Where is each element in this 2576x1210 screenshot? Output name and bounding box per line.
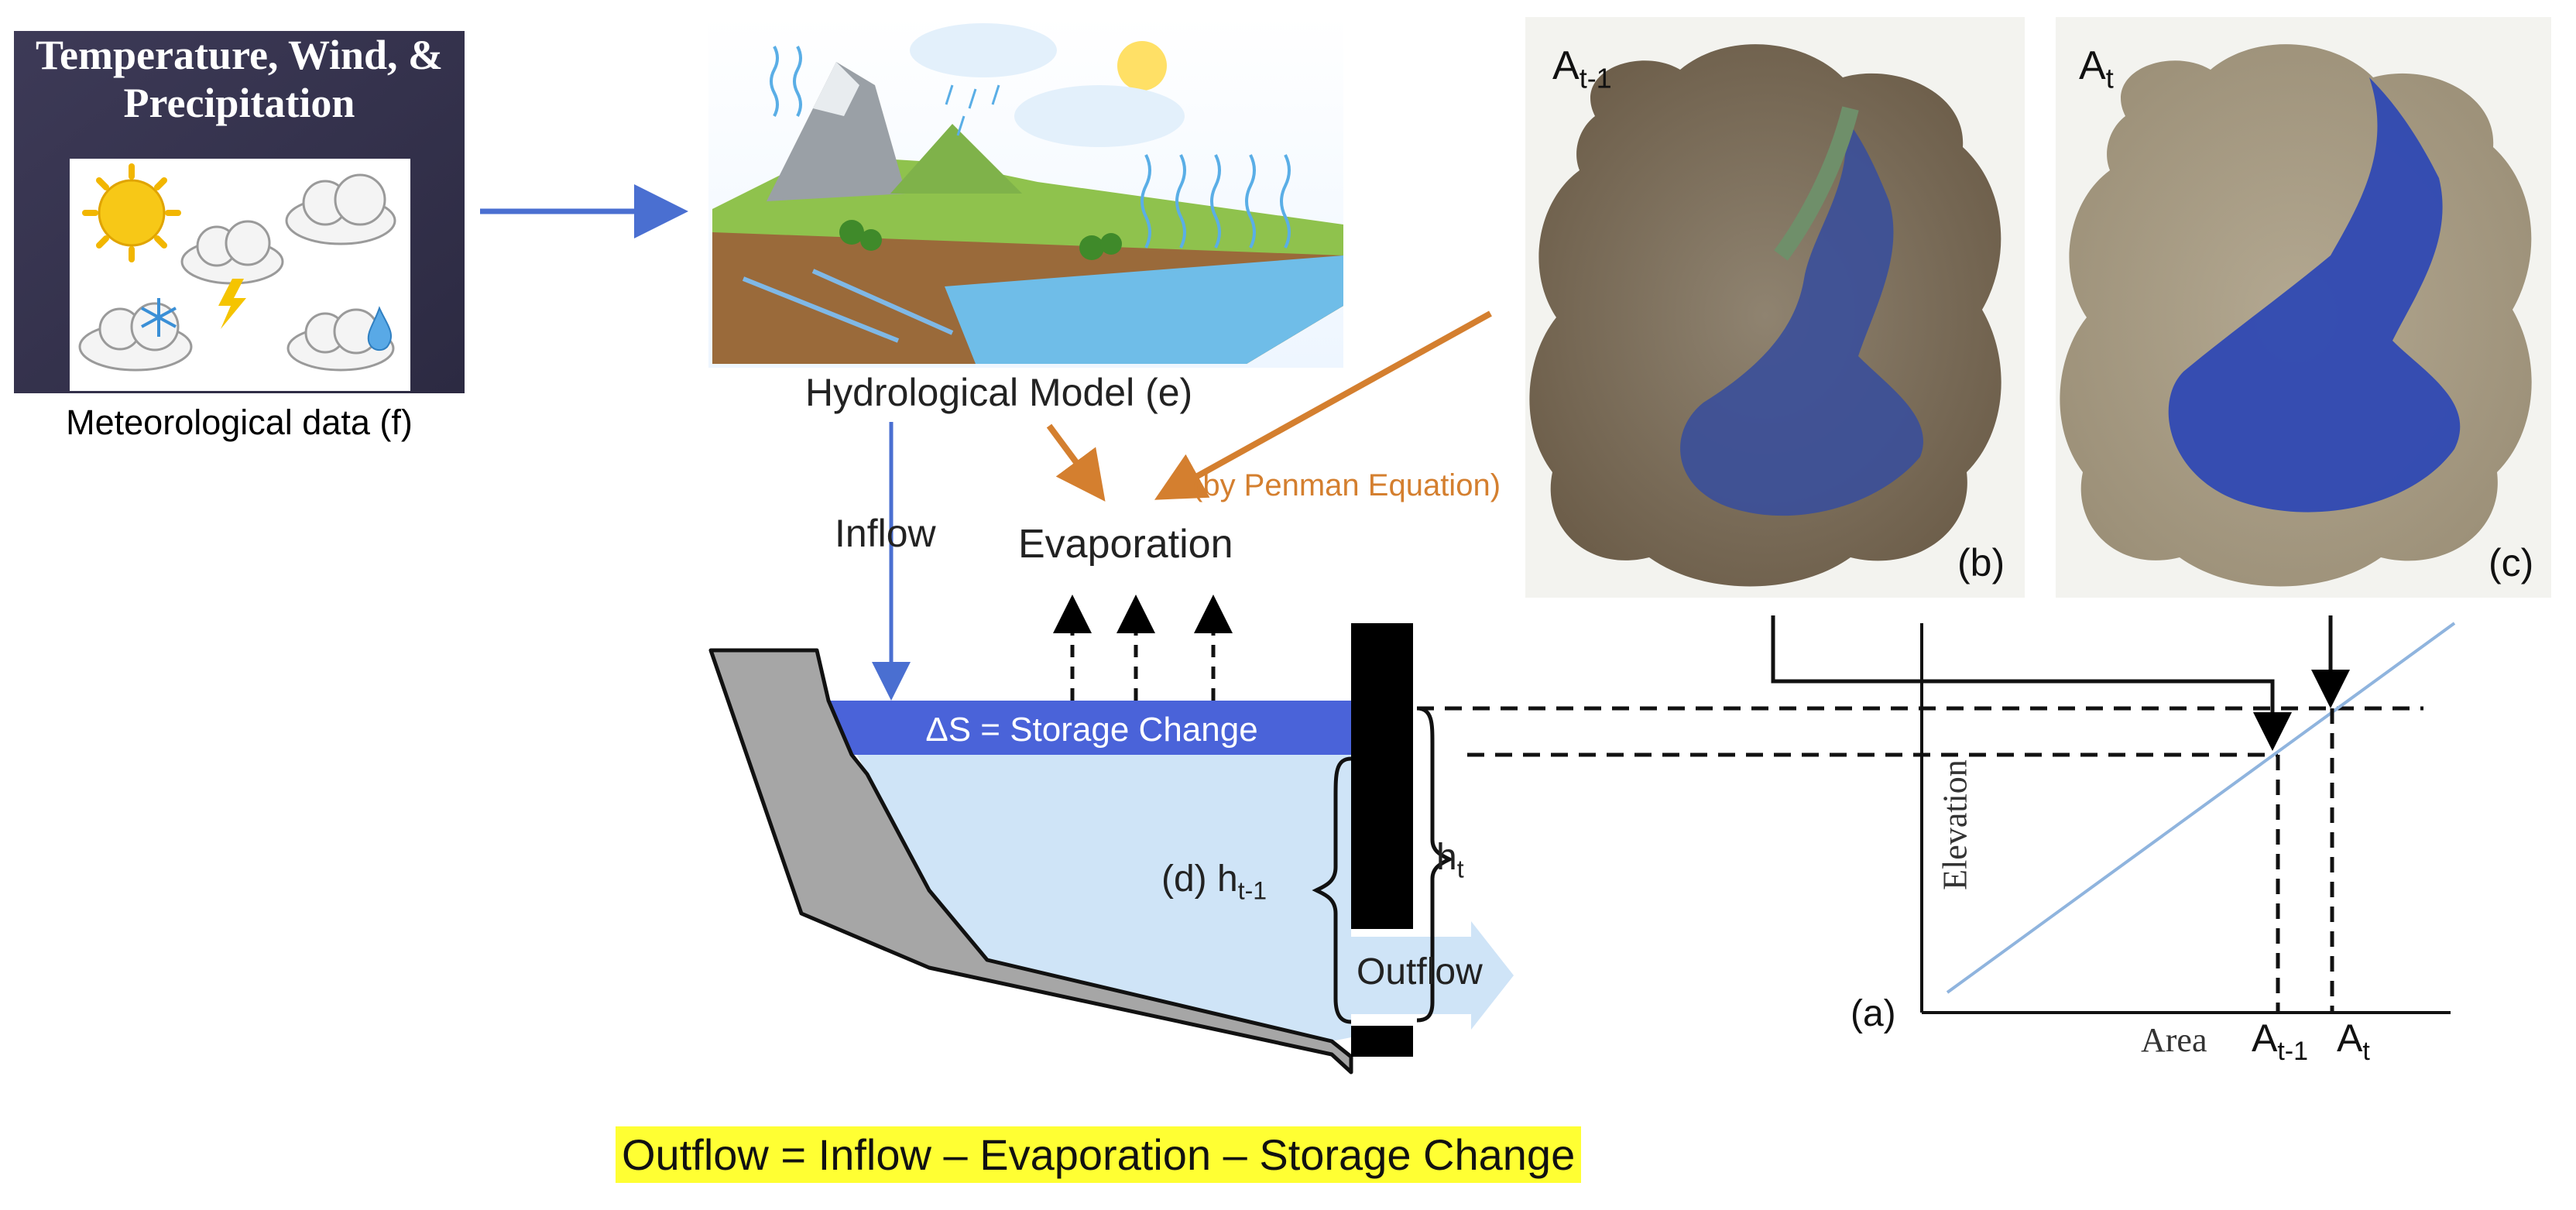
penman-label: (by Penman Equation) — [1192, 468, 1501, 502]
meteorological-title: Temperature, Wind, & Precipitation — [35, 32, 444, 126]
panel-b-label: (b) — [1957, 541, 2005, 584]
meteorological-caption: Meteorological data (f) — [66, 403, 413, 442]
h-curr-brace — [1416, 706, 1454, 1023]
chart-xlabel: Area — [2141, 1021, 2207, 1059]
meteorological-panel — [14, 31, 465, 393]
snow-cloud-icon — [78, 298, 193, 372]
chart-tick-curr: At — [2337, 1016, 2370, 1066]
satellite-image-prev — [1525, 17, 2025, 598]
area-elevation-curve — [1946, 622, 2456, 994]
area-elevation-chart — [1920, 622, 2456, 1014]
satellite-prev-tag: At-1 — [1552, 43, 1612, 94]
panel-a-label: (a) — [1851, 993, 1896, 1034]
evaporation-arrows — [1053, 595, 1233, 701]
storm-cloud-icon — [180, 220, 284, 329]
chart-ylabel: Elevation — [1936, 759, 1974, 890]
rain-cloud-icon — [286, 306, 395, 372]
sun-icon — [82, 163, 181, 262]
sat-prev-to-chart-arrow — [1771, 615, 2292, 751]
satellite-to-evaporation-arrow — [1154, 310, 1492, 500]
cloud-icon — [285, 173, 396, 245]
dam-wall-lower — [1351, 1026, 1413, 1057]
mass-balance-equation: Outflow = Inflow – Evaporation – Storage… — [616, 1126, 1582, 1183]
reservoir-cross-section — [708, 623, 1514, 1075]
hydrological-model-caption: Hydrological Model (e) — [805, 371, 1193, 414]
dam-wall-upper — [1351, 623, 1413, 929]
outflow-label: Outflow — [1357, 951, 1483, 992]
h-prev-brace — [1312, 756, 1352, 1024]
storage-change-band — [828, 701, 1351, 755]
satellite-curr-tag: At — [2079, 43, 2114, 94]
h-curr-label: ht — [1436, 837, 1464, 883]
satellite-image-curr — [2056, 17, 2551, 598]
evaporation-label: Evaporation — [1018, 522, 1233, 567]
h-prev-label: (d) ht-1 — [1161, 859, 1267, 905]
inflow-label: Inflow — [835, 512, 936, 555]
chart-tick-prev: At-1 — [2252, 1016, 2309, 1066]
reservoir-water — [828, 701, 1351, 1041]
storage-change-label: ΔS = Storage Change — [925, 711, 1258, 749]
panel-c-label: (c) — [2489, 541, 2534, 584]
hydrological-model-illustration — [708, 15, 1343, 368]
model-to-evaporation-arrow — [1046, 423, 1106, 502]
reservoir-bank — [708, 648, 1353, 1075]
